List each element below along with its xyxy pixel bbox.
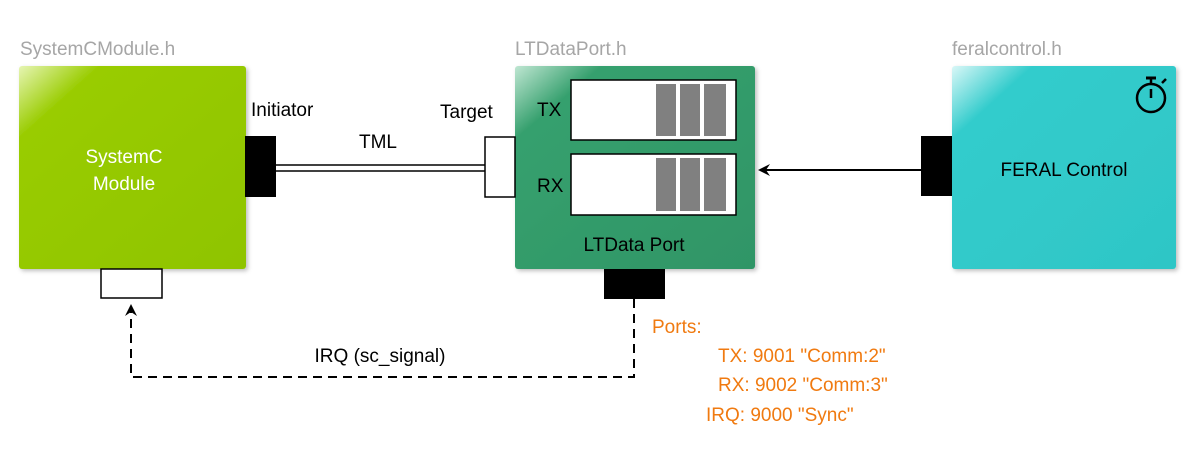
irq-connection (125, 299, 635, 378)
rx-buffer (570, 153, 737, 216)
port-info-irq: IRQ: 9000 "Sync" (706, 405, 854, 426)
rx-label: RX (537, 176, 564, 197)
port-info-title: Ports: (652, 317, 702, 338)
feral-file-label: feralcontrol.h (952, 39, 1062, 60)
ltdata-file-label: LTDataPort.h (515, 39, 627, 60)
irq-input-port (100, 268, 163, 299)
systemc-module-label-2: Module (93, 174, 155, 195)
systemc-module-label-1: SystemC (85, 147, 162, 168)
irq-output-port (604, 269, 665, 299)
tx-buffer (570, 79, 737, 141)
feral-control-module: FERAL Control (952, 66, 1176, 269)
initiator-port (245, 136, 276, 197)
tml-label: TML (359, 132, 397, 153)
port-info: Ports: TX: 9001 "Comm:2" RX: 9002 "Comm:… (652, 317, 888, 426)
irq-connection-label: IRQ (sc_signal) (315, 346, 446, 367)
port-info-tx: TX: 9001 "Comm:2" (718, 346, 886, 367)
systemc-module: SystemC Module (19, 66, 246, 269)
tml-connection (276, 164, 485, 172)
systemc-file-label: SystemCModule.h (20, 39, 175, 60)
initiator-label: Initiator (251, 100, 314, 121)
target-label: Target (440, 102, 494, 123)
feral-output-port (921, 136, 952, 196)
tx-label: TX (537, 100, 562, 121)
port-info-rx: RX: 9002 "Comm:3" (718, 375, 888, 396)
target-port (484, 136, 516, 198)
ltdata-port-label: LTData Port (583, 235, 685, 256)
feral-control-label: FERAL Control (1000, 160, 1127, 181)
stopwatch-icon (1135, 76, 1167, 114)
